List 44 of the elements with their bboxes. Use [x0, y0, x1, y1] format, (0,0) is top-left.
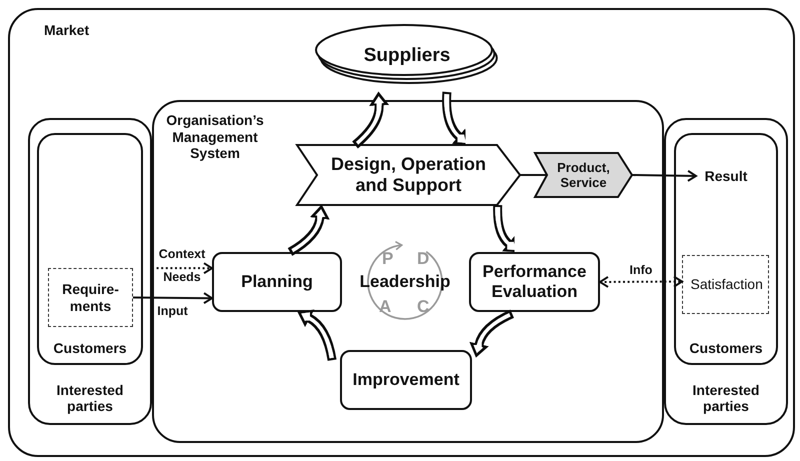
process-box: [340, 350, 472, 410]
cycle-letter: D: [417, 250, 430, 267]
block-arrow: [470, 310, 514, 358]
output-chevron: [535, 153, 632, 197]
dotted-arrow: [599, 276, 683, 288]
cycle-letter: P: [382, 250, 394, 267]
edge-label: Context Needs: [158, 246, 206, 286]
group-label: Interested parties: [692, 382, 760, 415]
dashed-box: [48, 268, 133, 327]
process-arrow-shape: [297, 145, 520, 205]
process-box: [469, 252, 600, 312]
process-label: Leadership: [360, 272, 450, 292]
process-box: [212, 252, 342, 312]
edge-label: Info: [628, 262, 654, 277]
group-box: [37, 133, 143, 365]
area-frame: [8, 8, 795, 457]
cycle-letter: C: [417, 298, 430, 315]
block-arrow: [298, 310, 337, 361]
block-arrow: [442, 92, 469, 146]
arrow: [132, 292, 213, 304]
node-label: Suppliers: [364, 44, 450, 68]
block-arrow: [493, 204, 519, 253]
process-label: Improvement: [352, 370, 460, 390]
process-label: Performance Evaluation: [482, 262, 588, 302]
result-label: Result: [696, 165, 756, 187]
node-label: Require- ments: [61, 280, 120, 314]
group-label: Customers: [52, 340, 128, 357]
output-label: Product, Service: [556, 160, 611, 190]
process-label: Planning: [241, 272, 313, 292]
process-label: Design, Operation and Support: [330, 154, 488, 196]
group-label: Interested parties: [56, 382, 124, 415]
arrow: [632, 170, 697, 182]
system-title: Organisation’s Management System: [165, 112, 265, 162]
group-box: [28, 118, 152, 425]
system-box: [152, 100, 664, 443]
node-label: Satisfaction: [690, 276, 760, 293]
group-box: [664, 118, 788, 425]
area-label: Market: [44, 22, 90, 39]
block-arrow: [352, 92, 390, 148]
group-label: Customers: [688, 340, 764, 357]
group-box: [674, 133, 778, 365]
dashed-box: [682, 255, 769, 314]
block-arrow: [288, 204, 330, 256]
edge-label: Input: [155, 304, 190, 318]
